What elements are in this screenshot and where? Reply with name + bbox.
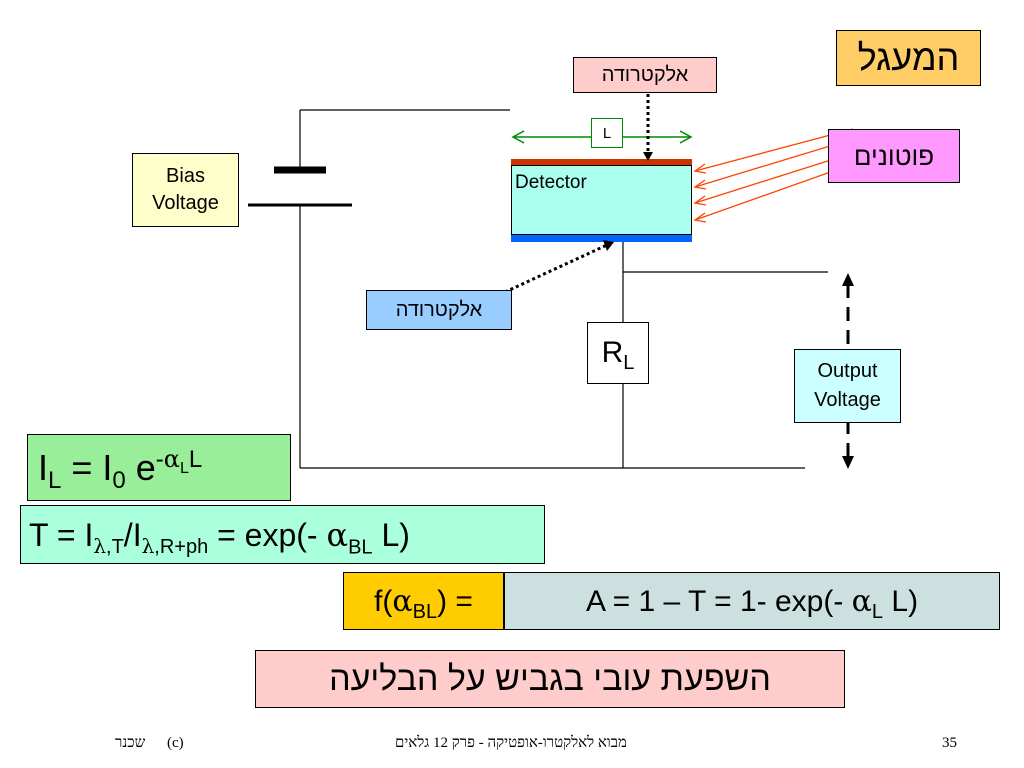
output-voltage-label: Output Voltage bbox=[794, 349, 901, 423]
slide-caption: השפעת עובי בגביש על הבליעה bbox=[255, 650, 845, 708]
output-arrow-up-head bbox=[842, 273, 854, 286]
electrode-bottom-label: אלקטרודה bbox=[366, 290, 512, 330]
resistor-label: RL bbox=[601, 336, 635, 374]
footer-copyright: (c) bbox=[167, 735, 184, 751]
load-resistor: RL bbox=[587, 322, 649, 384]
equation-absorption-function: f(αBL) = bbox=[343, 572, 504, 630]
length-arrow-right-head bbox=[679, 130, 693, 144]
electrode-bottom-pointer bbox=[504, 243, 608, 294]
electrode-bottom-pointer-head bbox=[603, 240, 614, 251]
bias-line2: Voltage bbox=[152, 192, 219, 214]
bias-voltage-label: Bias Voltage bbox=[132, 153, 239, 227]
top-electrode bbox=[511, 159, 692, 165]
output-arrow-down-head bbox=[842, 456, 854, 469]
electrode-top-pointer-head bbox=[643, 152, 653, 161]
equation-absorption: A = 1 – T = 1- exp(- αL L) bbox=[504, 572, 1000, 630]
length-arrow-left-head bbox=[511, 130, 525, 144]
equation-transmission: T = Iλ,T/Iλ,R+ph = exp(- αBL L) bbox=[20, 505, 545, 564]
bottom-electrode bbox=[511, 235, 692, 242]
length-label: L bbox=[591, 118, 623, 148]
slide-title: המעגל bbox=[836, 30, 981, 86]
photon-arrows bbox=[693, 128, 854, 223]
output-line1: Output bbox=[817, 360, 878, 382]
footer-page-number: 35 bbox=[942, 735, 957, 751]
footer-author: שכנר bbox=[115, 735, 146, 751]
bias-line1: Bias bbox=[166, 165, 205, 187]
equation-beer-lambert: IL = I0 e-αLL bbox=[27, 434, 291, 501]
detector: Detector bbox=[511, 165, 692, 235]
photons-label: פוטונים bbox=[828, 129, 960, 183]
electrode-top-label: אלקטרודה bbox=[573, 57, 717, 93]
output-line2: Voltage bbox=[814, 389, 881, 411]
footer-course: מבוא לאלקטרו-אופטיקה - פרק 12 גלאים bbox=[395, 735, 627, 751]
detector-label: Detector bbox=[515, 172, 587, 193]
